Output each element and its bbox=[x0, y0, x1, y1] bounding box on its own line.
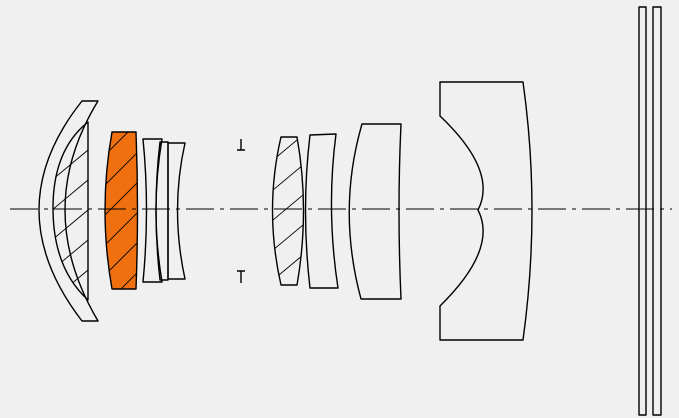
lens-element-9 bbox=[348, 123, 402, 300]
lens-element-7 bbox=[271, 136, 305, 286]
aperture-stop-lower-mark bbox=[237, 270, 245, 283]
filter-plate-2 bbox=[652, 6, 662, 416]
lens-element-3-highlighted bbox=[104, 131, 139, 290]
aperture-stop bbox=[237, 139, 245, 283]
lens-element-3-fill bbox=[105, 132, 138, 289]
lens-element-8 bbox=[304, 133, 339, 289]
lens-element-6 bbox=[167, 142, 186, 280]
lens-element-5 bbox=[155, 141, 169, 281]
lens-element-1 bbox=[38, 100, 99, 322]
lens-element-10 bbox=[439, 81, 533, 341]
aperture-stop-upper-mark bbox=[237, 139, 245, 151]
filter-plate-1 bbox=[638, 6, 647, 416]
lens-element-7-hatching bbox=[272, 137, 304, 285]
